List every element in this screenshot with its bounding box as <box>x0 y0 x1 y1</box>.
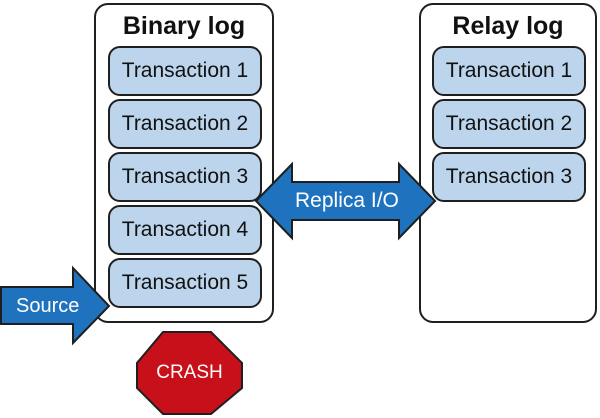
binary-log-title: Binary log <box>122 12 246 40</box>
relay-log-transaction-1: Transaction 1 <box>432 46 586 96</box>
binary-log-transaction-4: Transaction 4 <box>108 205 262 255</box>
binary-log-panel: Binary log Transaction 1 Transaction 2 T… <box>94 3 274 323</box>
relay-log-panel: Relay log Transaction 1 Transaction 2 Tr… <box>419 3 597 323</box>
binary-log-transaction-3: Transaction 3 <box>108 152 262 202</box>
binary-log-transaction-2: Transaction 2 <box>108 99 262 149</box>
relay-log-transaction-3: Transaction 3 <box>432 152 586 202</box>
binary-log-transaction-1: Transaction 1 <box>108 46 262 96</box>
source-label: Source <box>16 295 80 317</box>
relay-log-transaction-2: Transaction 2 <box>432 99 586 149</box>
crash-label: CRASH <box>156 362 223 383</box>
replica-io-label: Replica I/O <box>295 189 399 212</box>
relay-log-title: Relay log <box>452 12 564 40</box>
binary-log-transaction-5: Transaction 5 <box>108 258 262 308</box>
